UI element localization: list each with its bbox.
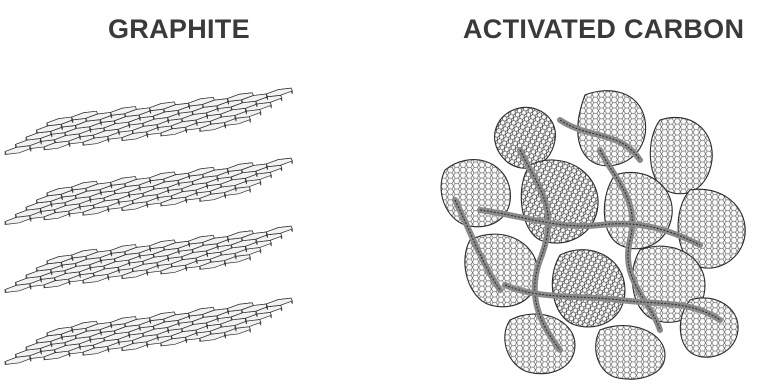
graphite-hex-cell — [266, 226, 292, 235]
graphite-layer — [5, 88, 292, 154]
graphite-layer — [5, 226, 292, 292]
graphite-layer-stack — [5, 88, 292, 364]
graphite-layer — [5, 298, 292, 364]
carbon-sheet — [552, 250, 625, 327]
carbon-sheet — [596, 326, 665, 379]
graphite-layer — [5, 158, 292, 224]
graphite-hex-cell — [266, 158, 292, 167]
activated-carbon-sheet-cluster — [441, 91, 745, 379]
graphite-hex-cell — [266, 298, 292, 307]
graphite-hex-cell — [266, 88, 292, 97]
carbon-sheet — [441, 160, 510, 227]
